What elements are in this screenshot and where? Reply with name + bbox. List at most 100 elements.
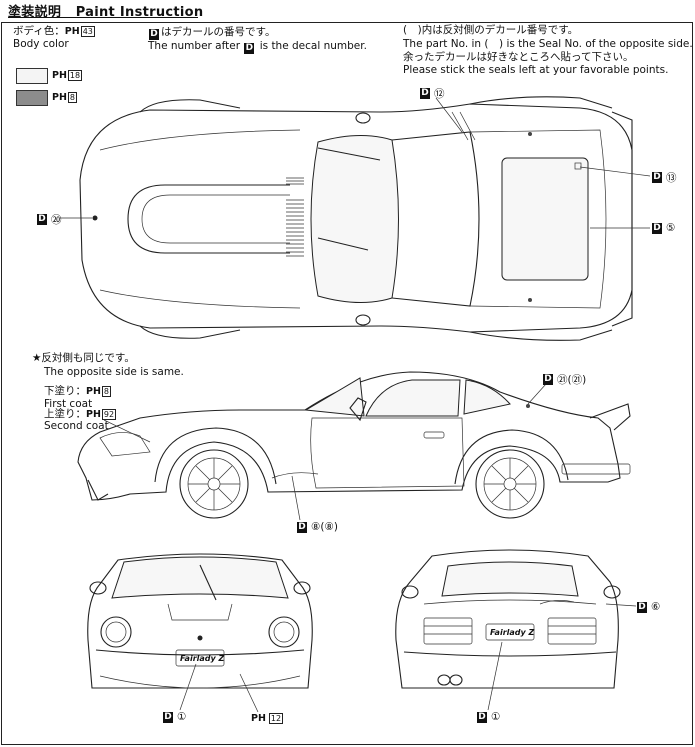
top-view-front-fender-lower <box>139 325 241 339</box>
title-jp: 塗装説明 <box>8 5 62 20</box>
side-view-body-outline <box>77 371 621 501</box>
top-view-side-emblem-upper <box>528 132 532 136</box>
side-view-headlight <box>99 432 151 457</box>
top-view-side-emblem-lower <box>528 298 532 302</box>
top-view-wiper-upper <box>317 147 381 161</box>
leader-front-plate <box>179 663 197 711</box>
rear-view-rear-window <box>441 561 579 597</box>
top-view-front-emblem <box>92 215 98 221</box>
rear-view-bumper <box>403 651 617 657</box>
seal-note-line2: The part No. in ( ) is the Seal No. of t… <box>403 38 693 50</box>
side-view-front-flare <box>154 427 277 485</box>
same-note-en: The opposite side is same. <box>44 366 184 378</box>
side-view-emblem <box>526 404 530 408</box>
side-view-rear-spoiler <box>589 403 631 431</box>
leader-top-rear-small <box>579 166 651 177</box>
side-view-door-handle <box>423 431 445 439</box>
side-view-mirror <box>349 397 367 422</box>
header-underline <box>8 17 198 18</box>
top-view-rear-hatch <box>469 129 607 309</box>
side-view <box>77 371 631 521</box>
swatch-gray <box>16 90 48 106</box>
side-view-rear-flare <box>454 429 569 485</box>
top-view-rear-fender-lower <box>469 329 613 341</box>
rear-view-hatch <box>423 599 597 605</box>
body-color-en: Body color <box>13 38 69 50</box>
side-view-windshield <box>304 377 365 417</box>
side-view-rear-bumper <box>561 463 631 475</box>
leader-rear-plate <box>487 641 503 711</box>
top-view-hood-bulge-inner <box>141 194 290 244</box>
side-view-quarter-window <box>463 379 511 415</box>
diagram-frame <box>1 22 693 745</box>
rear-view-exhaust-2 <box>449 674 463 686</box>
leader-side-bottom <box>291 475 301 521</box>
front-view-windshield <box>111 556 289 599</box>
leader-rear-side <box>605 603 637 607</box>
side-view-side-script <box>271 472 319 479</box>
rear-view-mirror-right <box>603 585 621 599</box>
front-view-plate <box>175 649 225 667</box>
front-plate-text: Fairlady Z <box>180 654 225 663</box>
front-view-mirror-right <box>293 581 311 595</box>
front-view-headlight-right <box>268 616 300 648</box>
front-view-wiper <box>199 564 217 601</box>
front-view-hood-bulge <box>167 603 233 621</box>
front-view-mirror-left <box>89 581 107 595</box>
same-note-jp: ★反対側も同じです。 <box>32 352 135 364</box>
front-view-emblem <box>197 635 203 641</box>
rear-view-taillight-left <box>423 617 473 645</box>
front-view-body-outline <box>87 553 313 689</box>
decal-note-en: The number after D is the decal number. <box>148 40 367 54</box>
seal-note-line4: Please stick the seals left at your favo… <box>403 64 669 76</box>
seal-note-line3: 余ったデカールは好きなところへ貼って下さい。 <box>403 51 634 63</box>
side-view-rear-wheel <box>475 449 545 519</box>
leader-coat <box>103 419 151 443</box>
top-view-rear-fender-upper <box>469 96 613 109</box>
second-coat-en: Second coat <box>44 420 109 432</box>
rear-view-script <box>539 600 575 605</box>
top-view-mirror-left <box>355 112 371 124</box>
top-view-mirror-right <box>355 314 371 326</box>
front-view-front-fascia <box>95 649 305 656</box>
rear-view-exhaust-1 <box>437 674 451 686</box>
top-view-rear-small-decal <box>574 162 582 170</box>
side-view-door <box>310 417 465 489</box>
top-view-roof <box>391 131 480 307</box>
top-view-hood-line <box>99 129 301 309</box>
top-view-hood-vents <box>286 177 304 257</box>
rear-view-mirror-left <box>401 585 419 599</box>
rear-view <box>395 549 637 711</box>
rear-view-plate <box>485 623 535 641</box>
top-view-roof-stripe <box>451 111 476 141</box>
leader-side-rear <box>527 383 547 405</box>
top-view-spoiler <box>611 111 633 327</box>
front-view-headlight-left <box>100 616 132 648</box>
top-view-rear-window <box>501 157 589 281</box>
top-view <box>60 96 651 341</box>
side-view-side-window <box>365 379 461 417</box>
front-view-lower-lip <box>99 675 301 689</box>
title-en: Paint Instruction <box>75 5 204 20</box>
side-view-front-wheel <box>179 449 249 519</box>
rear-plate-text: Fairlady Z <box>490 628 535 637</box>
leader-front-bumper <box>239 673 259 713</box>
first-coat-en: First coat <box>44 398 93 410</box>
